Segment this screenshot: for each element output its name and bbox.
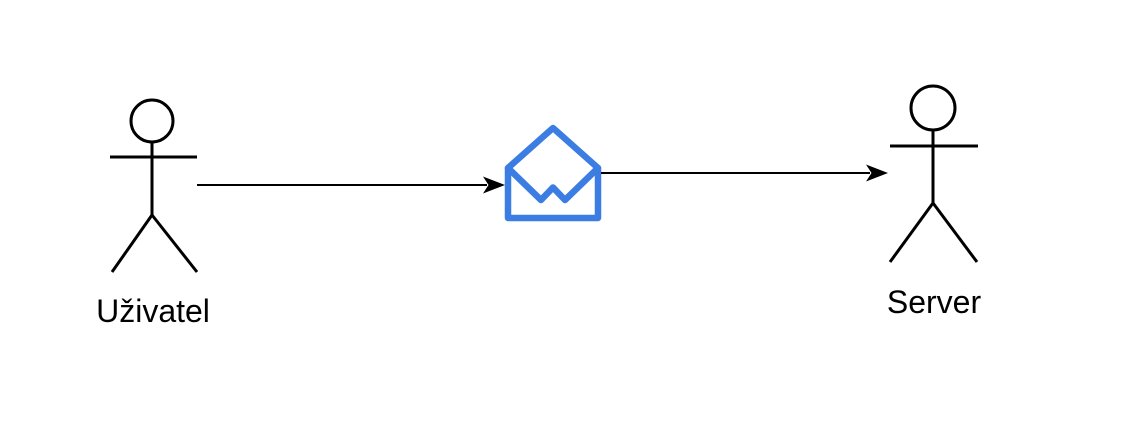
server-head: [909, 84, 957, 132]
server-leg-right: [931, 202, 979, 263]
envelope-flap-fold: [504, 164, 602, 204]
user-stick-figure: [110, 98, 199, 273]
arrow-envelope-to-server-head: [866, 164, 888, 182]
envelope-outline: [504, 124, 602, 222]
user-leg-left: [110, 214, 154, 273]
user-leg-right: [150, 214, 199, 273]
server-label: Server: [887, 284, 982, 320]
arrow-user-to-envelope: [197, 176, 505, 194]
server-stick-figure: [888, 84, 979, 263]
user-label: Uživatel: [96, 293, 210, 329]
server-leg-left: [888, 202, 935, 263]
user-head: [129, 98, 175, 144]
open-envelope-icon: [504, 124, 602, 222]
arrow-user-to-envelope-head: [483, 176, 505, 194]
arrow-envelope-to-server: [601, 164, 888, 182]
